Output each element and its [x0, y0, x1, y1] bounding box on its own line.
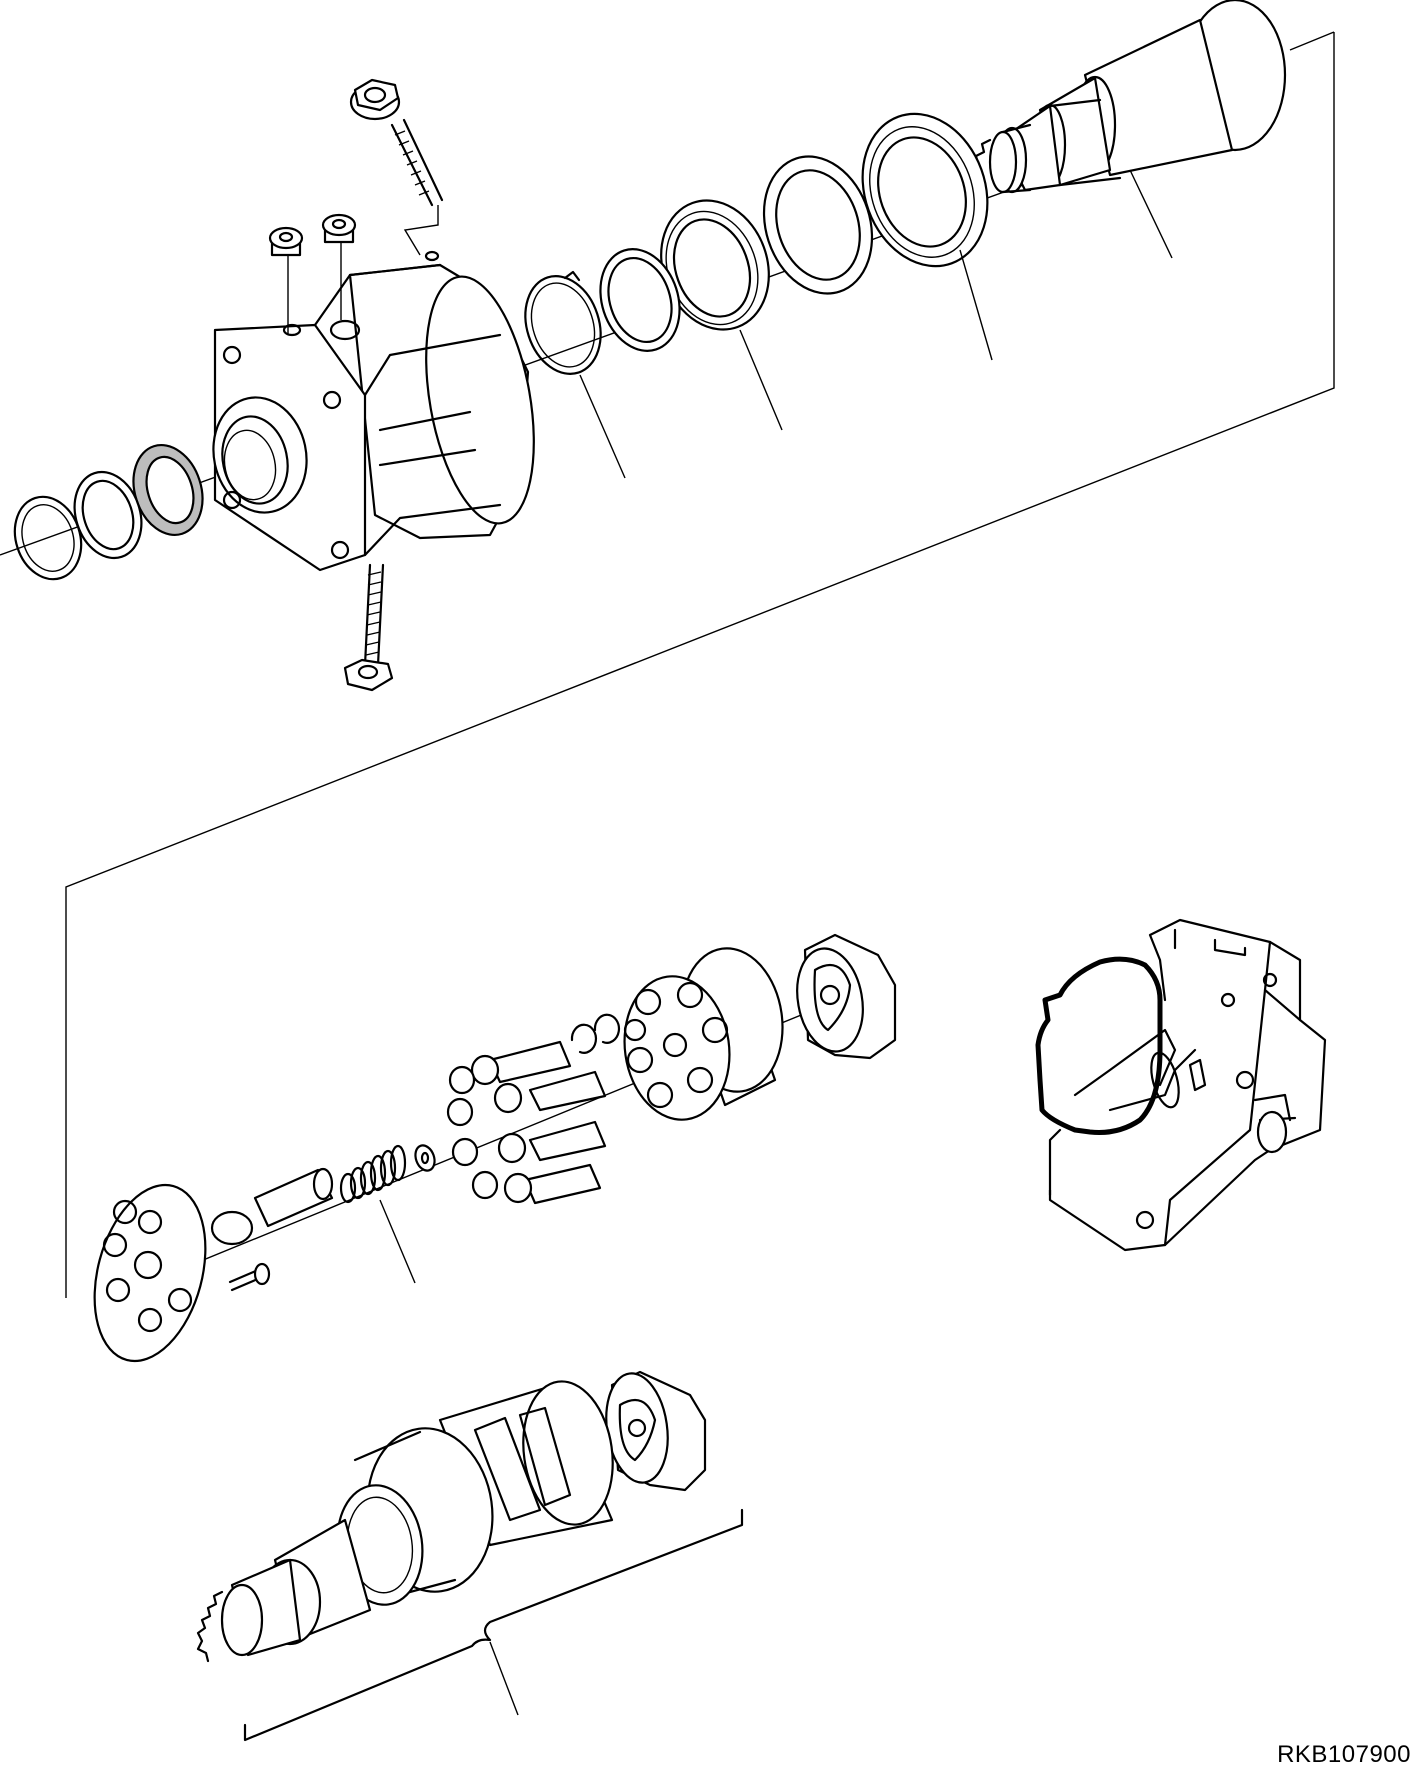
spring-seat-washer: [414, 1144, 436, 1172]
spacer-ring-large: [762, 155, 874, 295]
pistons: [446, 1040, 607, 1205]
retainer-plate: [93, 1183, 207, 1363]
roller-bearing-large: [861, 112, 989, 268]
assembly-leader-line: [489, 1641, 519, 1716]
retaining-clips: [570, 1013, 621, 1054]
group-frame: [65, 31, 1335, 1298]
stud-bolt-bottom: [363, 563, 385, 667]
flange-nut-bottom: [343, 658, 394, 692]
output-shaft: [996, 0, 1287, 194]
spring-leader-line: [379, 1199, 416, 1284]
center-spring: [339, 1144, 407, 1204]
assembly-bracket: [243, 1508, 744, 1742]
thrust-washer: [599, 248, 681, 352]
drawing-code: RKB107900: [1277, 1741, 1411, 1768]
center-pin: [210, 1167, 334, 1246]
snap-ring-leader-line: [579, 374, 626, 479]
plug-right: [321, 213, 357, 320]
roller-bearing-leader-line: [959, 249, 993, 361]
shaft-leader-line: [1129, 169, 1173, 259]
oil-seal: [132, 443, 204, 537]
cylinder-block: [623, 947, 784, 1121]
stud-bolt-top: [390, 118, 444, 256]
retainer-screw: [228, 1262, 271, 1292]
seal-snap-ring: [13, 495, 83, 581]
seal-washer: [73, 470, 143, 560]
ball-bearing: [660, 199, 770, 331]
reference-highlight-outline: [1035, 956, 1163, 1135]
rotating-group-assembly: [196, 1370, 707, 1663]
motor-housing: [212, 250, 535, 572]
flange-nut-top: [349, 78, 401, 121]
snap-ring: [524, 270, 602, 375]
valve-plate: [796, 933, 897, 1060]
plug-left: [268, 226, 304, 335]
ball-bearing-leader-line: [739, 329, 783, 431]
reference-motor-view: [1048, 918, 1327, 1252]
